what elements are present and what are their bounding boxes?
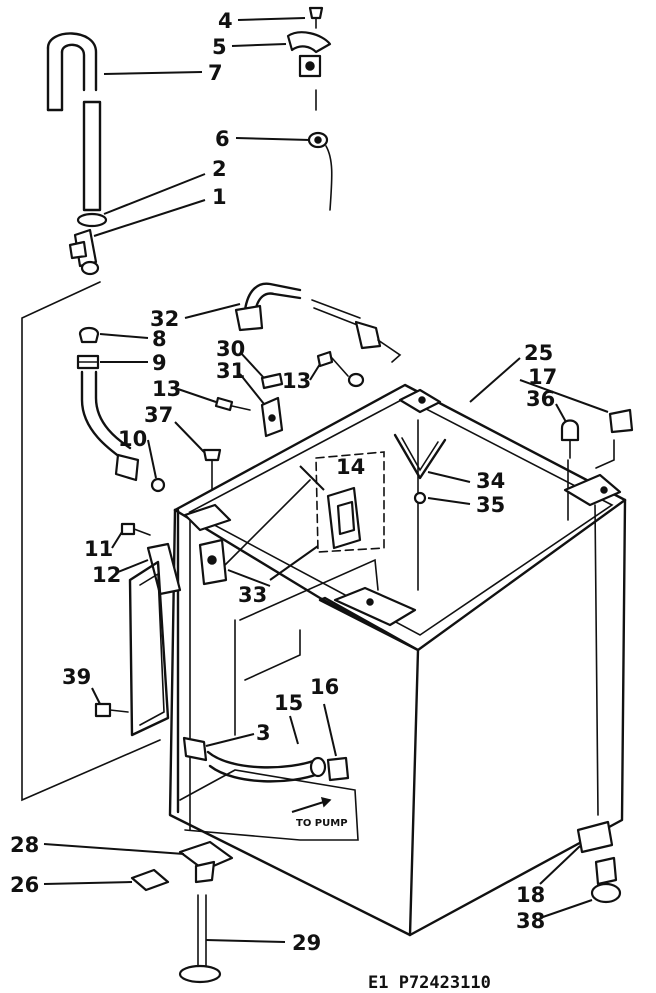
label-part-30: 30	[216, 337, 245, 361]
corner-brackets	[183, 388, 622, 627]
label-part-31: 31	[216, 359, 245, 383]
part-grommet-6	[307, 131, 329, 149]
label-part-28: 28	[10, 833, 39, 857]
label-part-18: 18	[516, 883, 545, 907]
label-part-11: 11	[84, 537, 113, 561]
to-pump-annotation: TO PUMP	[291, 796, 348, 829]
part-elbow-1	[68, 228, 100, 276]
label-part-8: 8	[152, 327, 167, 351]
part-clamp-2	[76, 212, 108, 228]
label-part-12: 12	[92, 563, 121, 587]
part-switch-14	[315, 451, 385, 553]
label-part-32: 32	[150, 307, 179, 331]
cabinet-body	[168, 383, 627, 937]
part-leg-38	[590, 856, 622, 904]
label-part-5: 5	[212, 35, 227, 59]
part-pad-26	[130, 868, 170, 892]
label-part-4: 4	[218, 9, 233, 33]
part-hose-15	[206, 750, 327, 783]
label-part-17: 17	[528, 365, 557, 389]
part-clamp-3	[182, 736, 208, 762]
label-part-38: 38	[516, 909, 545, 933]
diagram-code: E1 P72423110	[368, 973, 491, 993]
label-part-39: 39	[62, 665, 91, 689]
label-part-15: 15	[274, 691, 303, 715]
part-leveling-leg-29	[178, 894, 222, 984]
label-part-14: 14	[336, 455, 365, 479]
label-part-13-left: 13	[152, 377, 181, 401]
part-bracket-18	[576, 820, 614, 854]
leader-lines	[43, 17, 609, 943]
label-part-33: 33	[238, 583, 267, 607]
part-hose-32	[234, 282, 402, 363]
part-washer-10	[150, 477, 166, 493]
label-part-2: 2	[212, 157, 227, 181]
side-panel-outline	[21, 281, 161, 802]
part-screw-11	[120, 522, 151, 536]
label-part-7: 7	[208, 61, 223, 85]
side-door-panel	[128, 560, 170, 737]
label-part-26: 26	[10, 873, 39, 897]
label-part-3: 3	[256, 721, 271, 745]
part-clamp-16	[326, 756, 350, 782]
part-bolt-39	[94, 702, 129, 718]
part-nut-36	[560, 419, 580, 459]
part-labels: 4 5 7 6 2 1 32 8 9 30 31 13 13 37 10 14 …	[10, 9, 557, 955]
label-part-9: 9	[152, 351, 167, 375]
suspension-spring	[393, 433, 447, 505]
label-part-1: 1	[212, 185, 227, 209]
label-part-29: 29	[292, 931, 321, 955]
label-part-13-right: 13	[282, 369, 311, 393]
label-part-35: 35	[476, 493, 505, 517]
part-screw-37	[202, 448, 222, 491]
part-bracket-33	[198, 538, 228, 586]
part-screw-13b	[316, 350, 365, 388]
part-cap-8	[78, 326, 100, 344]
part-screw-13a	[214, 396, 251, 412]
part-clip-17	[595, 408, 634, 469]
to-pump-label: TO PUMP	[296, 818, 348, 829]
label-part-25: 25	[524, 341, 553, 365]
label-part-16: 16	[310, 675, 339, 699]
part-leg-bracket-28	[178, 840, 234, 884]
part-hose-9	[80, 370, 140, 482]
part-screw-4	[308, 6, 324, 29]
part-clip-30	[260, 372, 284, 390]
label-part-10: 10	[118, 427, 147, 451]
label-part-37: 37	[144, 403, 173, 427]
part-clip-5	[286, 31, 332, 78]
label-part-36: 36	[526, 387, 555, 411]
part-nut-9	[76, 354, 100, 370]
label-part-6: 6	[215, 127, 230, 151]
part-hinge-12	[146, 542, 182, 596]
label-part-34: 34	[476, 469, 505, 493]
part-bracket-31	[260, 396, 284, 438]
part-hose-7	[46, 32, 102, 212]
